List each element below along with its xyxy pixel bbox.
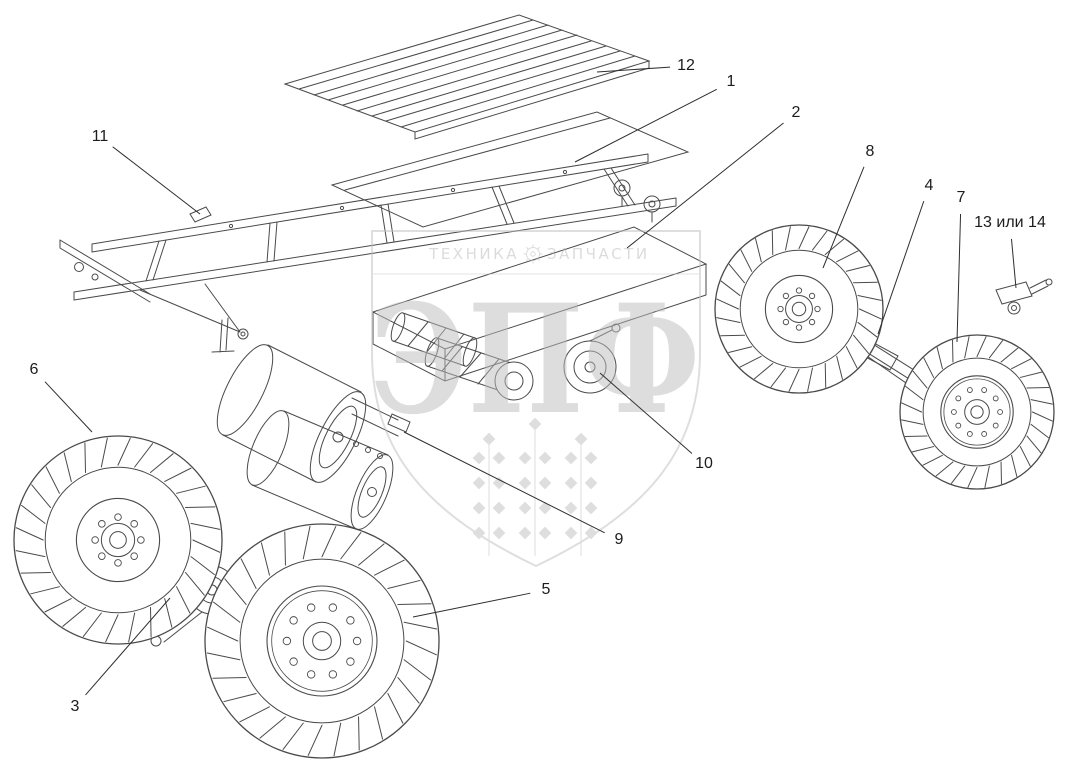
floor-panel <box>330 111 690 228</box>
leader-line-3 <box>85 597 171 696</box>
tire-part-5 <box>204 523 440 759</box>
callout-label-3: 3 <box>70 698 80 715</box>
leader-line-13 или 14 <box>1010 238 1017 289</box>
callout-label-13 или 14: 13 или 14 <box>974 214 1046 231</box>
leader-line-12 <box>596 66 671 73</box>
tire-part-7 <box>899 334 1055 490</box>
leader-line-11 <box>112 146 201 215</box>
callout-label-6: 6 <box>29 361 39 378</box>
spare-part-13-14 <box>995 278 1053 315</box>
watermark: ТЕХНИКА ЗАПЧАСТИ ЭПФ <box>370 230 701 568</box>
leader-line-10 <box>599 372 693 454</box>
watermark-shield <box>371 230 701 568</box>
tires <box>13 224 1055 759</box>
tire-part-8 <box>714 224 884 394</box>
wheat-icon <box>472 417 598 556</box>
leader-line-1 <box>574 88 717 163</box>
leader-lines <box>44 66 1017 696</box>
leader-line-2 <box>626 122 784 249</box>
callout-label-7: 7 <box>956 189 966 206</box>
callout-label-4: 4 <box>924 177 934 194</box>
leader-line-5 <box>412 592 531 618</box>
leader-line-6 <box>44 381 93 433</box>
callout-label-11: 11 <box>91 128 109 145</box>
callout-label-5: 5 <box>541 581 551 598</box>
leader-line-4 <box>877 200 925 335</box>
leader-line-8 <box>822 166 865 269</box>
callout-label-9: 9 <box>614 531 624 548</box>
bracket-part-11 <box>189 206 212 223</box>
callout-label-12: 12 <box>677 57 695 74</box>
leader-line-7 <box>956 213 962 343</box>
callout-label-8: 8 <box>865 143 875 160</box>
leader-line-9 <box>403 431 605 534</box>
tire-part-6 <box>13 435 223 645</box>
watermark-tagline-left: ТЕХНИКА <box>428 245 519 263</box>
callout-label-1: 1 <box>726 73 736 90</box>
watermark-tagline-right: ЗАПЧАСТИ <box>547 245 650 263</box>
callout-label-10: 10 <box>695 455 713 472</box>
chassis-frame <box>59 153 677 353</box>
hopper-assembly <box>371 226 708 401</box>
callout-label-2: 2 <box>791 104 801 121</box>
drum-part-10 <box>563 340 617 394</box>
gear-icon <box>523 244 543 264</box>
corrugated-panel <box>283 14 651 140</box>
